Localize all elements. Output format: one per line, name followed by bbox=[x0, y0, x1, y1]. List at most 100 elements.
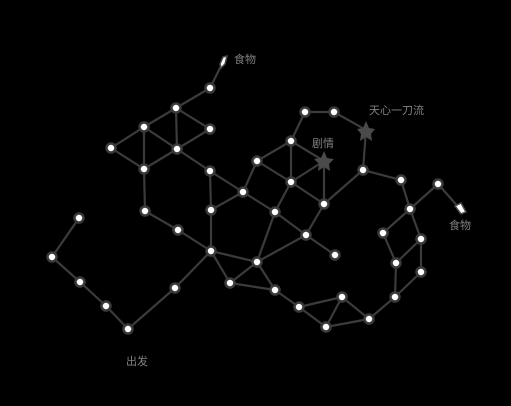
map-node[interactable] bbox=[100, 300, 112, 312]
tianxin-label: 天心一刀流 bbox=[369, 103, 424, 117]
food-label-right: 食物 bbox=[449, 218, 471, 232]
start-node[interactable] bbox=[122, 323, 134, 335]
path-edges bbox=[50, 60, 463, 331]
map-node[interactable] bbox=[224, 277, 236, 289]
path-edge bbox=[255, 139, 293, 163]
map-node[interactable] bbox=[404, 203, 416, 215]
path-edge bbox=[322, 168, 365, 206]
map-node[interactable] bbox=[377, 227, 389, 239]
map-node[interactable] bbox=[138, 121, 150, 133]
map-node[interactable] bbox=[251, 256, 263, 268]
path-edge bbox=[142, 125, 179, 151]
path-edge bbox=[209, 190, 245, 212]
map-node[interactable] bbox=[171, 143, 183, 155]
path-edge bbox=[241, 190, 277, 214]
map-node[interactable] bbox=[172, 224, 184, 236]
path-edge bbox=[289, 159, 326, 184]
map-node[interactable] bbox=[395, 174, 407, 186]
map-node[interactable] bbox=[336, 291, 348, 303]
path-edge bbox=[393, 270, 423, 299]
path-edge bbox=[175, 147, 212, 173]
map-node[interactable] bbox=[285, 135, 297, 147]
map-node[interactable] bbox=[139, 205, 151, 217]
map-node[interactable] bbox=[169, 282, 181, 294]
map-node[interactable] bbox=[204, 165, 216, 177]
path-edge bbox=[173, 249, 213, 290]
path-edge bbox=[109, 146, 146, 171]
path-edge bbox=[50, 255, 82, 284]
path-edge bbox=[228, 281, 277, 292]
path-edge bbox=[174, 106, 179, 151]
map-node[interactable] bbox=[269, 284, 281, 296]
map-node[interactable] bbox=[205, 204, 217, 216]
path-edge bbox=[208, 169, 245, 194]
map-node[interactable] bbox=[293, 301, 305, 313]
path-edge bbox=[255, 159, 293, 184]
star-icon[interactable] bbox=[357, 121, 375, 141]
path-edge bbox=[78, 280, 108, 308]
path-edge bbox=[143, 209, 180, 232]
map-node[interactable] bbox=[285, 176, 297, 188]
path-edge bbox=[208, 169, 213, 212]
path-edge bbox=[142, 147, 179, 171]
map-node[interactable] bbox=[318, 198, 330, 210]
map-node[interactable] bbox=[432, 178, 444, 190]
path-edge bbox=[332, 110, 368, 132]
map-node[interactable] bbox=[205, 245, 217, 257]
path-edge bbox=[142, 106, 178, 129]
map-node[interactable] bbox=[138, 163, 150, 175]
star-icon[interactable] bbox=[314, 151, 334, 171]
map-node[interactable] bbox=[204, 82, 216, 94]
path-edge bbox=[304, 233, 337, 257]
map-node[interactable] bbox=[415, 233, 427, 245]
start-label: 出发 bbox=[126, 354, 148, 368]
map-node[interactable] bbox=[105, 142, 117, 154]
path-edge bbox=[297, 295, 344, 309]
map-node[interactable] bbox=[204, 123, 216, 135]
map-node[interactable] bbox=[170, 102, 182, 114]
map-node[interactable] bbox=[299, 106, 311, 118]
map-node[interactable] bbox=[74, 276, 86, 288]
map-node[interactable] bbox=[328, 106, 340, 118]
path-edge bbox=[142, 167, 147, 213]
map-node[interactable] bbox=[300, 229, 312, 241]
path-edge bbox=[255, 233, 308, 264]
path-edge bbox=[408, 182, 440, 211]
path-edge bbox=[175, 127, 212, 151]
path-edge bbox=[361, 168, 403, 182]
path-edge bbox=[289, 180, 326, 206]
map-node[interactable] bbox=[73, 212, 85, 224]
path-edge bbox=[340, 295, 371, 321]
path-edge bbox=[174, 86, 212, 110]
path-edge bbox=[109, 125, 146, 150]
food-icon[interactable] bbox=[453, 202, 468, 215]
path-edge bbox=[394, 237, 423, 265]
path-edge bbox=[176, 228, 213, 253]
path-edge bbox=[324, 317, 371, 329]
path-edge bbox=[50, 216, 81, 259]
map-nodes bbox=[46, 82, 444, 335]
plot-label: 剧情 bbox=[312, 137, 334, 150]
map-node[interactable] bbox=[237, 186, 249, 198]
map-node[interactable] bbox=[357, 164, 369, 176]
food-label-top: 食物 bbox=[234, 52, 256, 66]
path-edge bbox=[255, 210, 277, 264]
map-node[interactable] bbox=[251, 155, 263, 167]
map-node[interactable] bbox=[329, 249, 341, 261]
path-edge bbox=[209, 249, 232, 285]
food-icon[interactable] bbox=[219, 54, 229, 70]
map-node[interactable] bbox=[46, 251, 58, 263]
path-edge bbox=[381, 207, 412, 235]
map-node[interactable] bbox=[363, 313, 375, 325]
path-edge bbox=[273, 210, 308, 237]
path-edge bbox=[126, 286, 177, 331]
map-node[interactable] bbox=[415, 266, 427, 278]
map-node[interactable] bbox=[390, 257, 402, 269]
map-node[interactable] bbox=[269, 206, 281, 218]
map-node[interactable] bbox=[389, 291, 401, 303]
path-edge bbox=[174, 106, 212, 131]
map-node[interactable] bbox=[320, 321, 332, 333]
path-edge bbox=[209, 249, 259, 264]
